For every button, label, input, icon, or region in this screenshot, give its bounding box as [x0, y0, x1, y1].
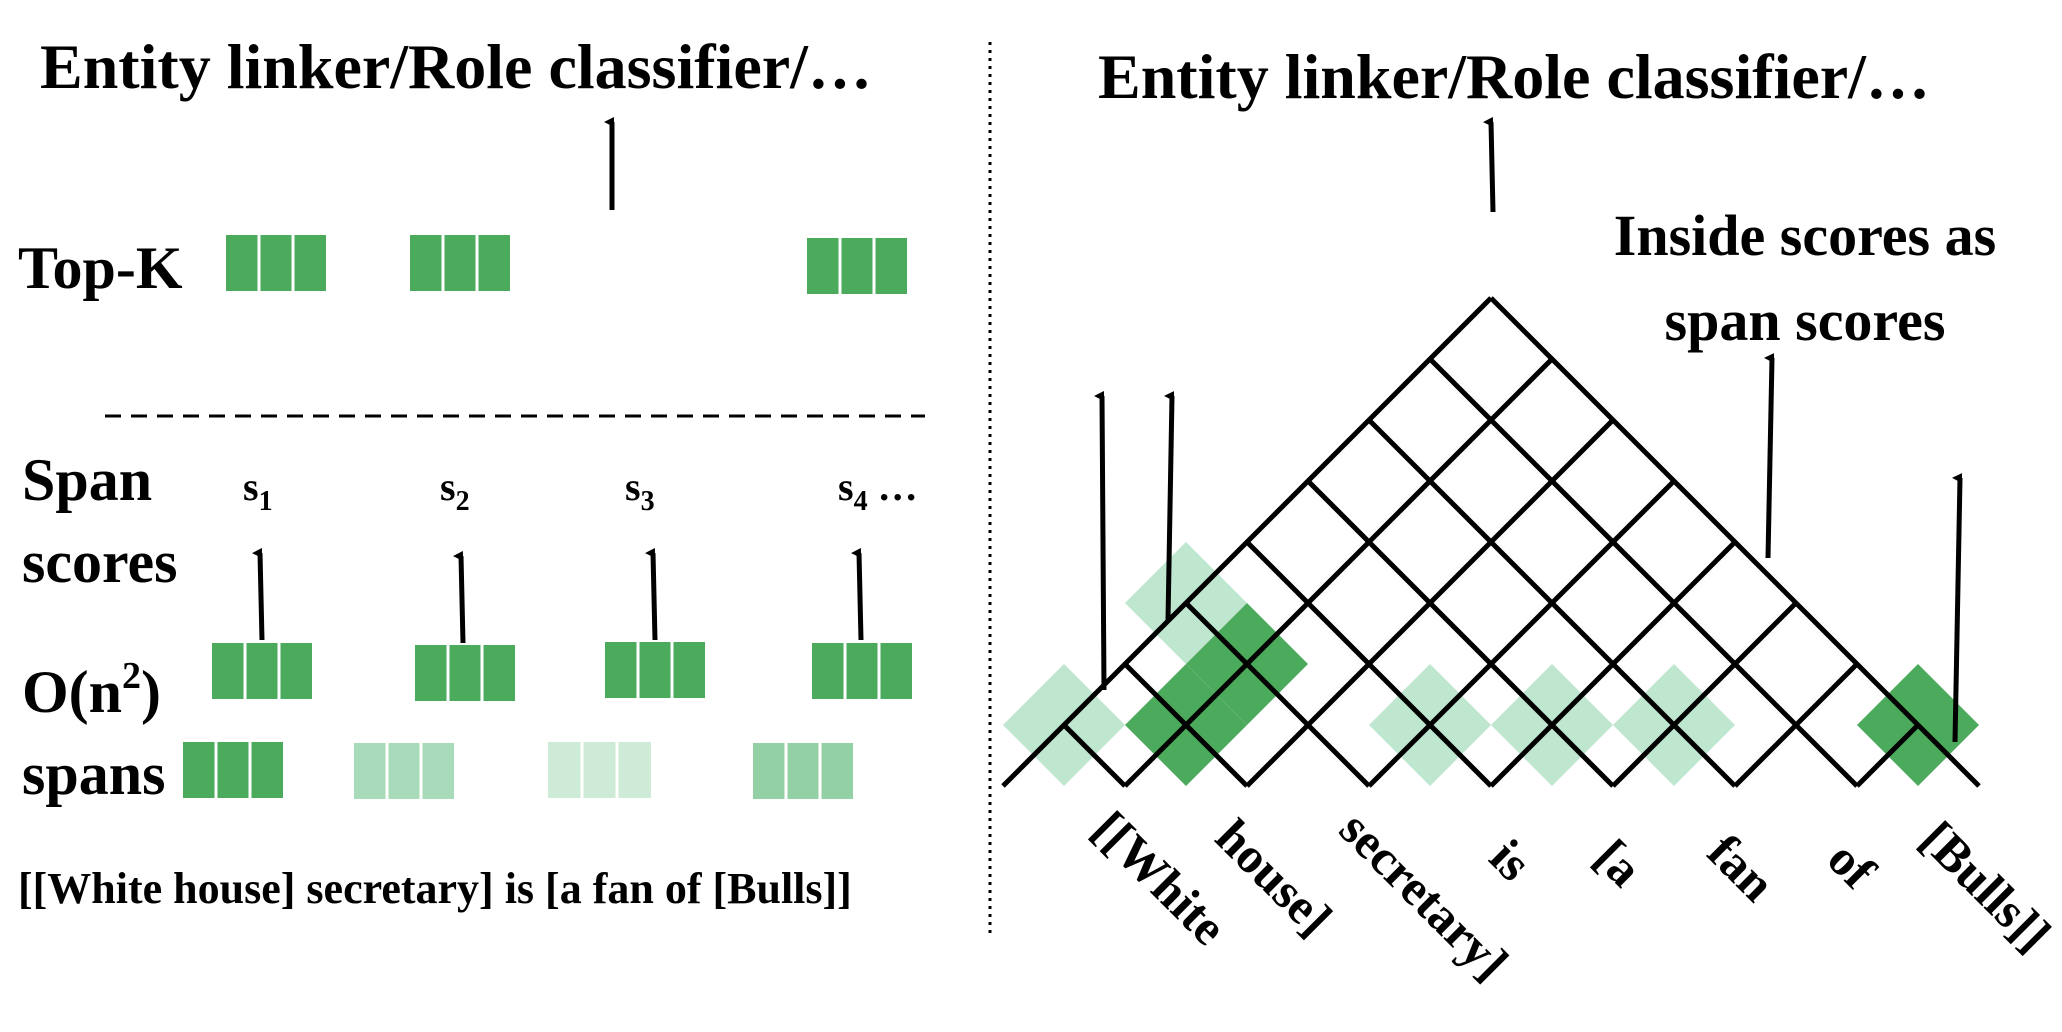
left-panel: Entity linker/Role classifier/… Top-K Sp…	[18, 31, 925, 913]
score-arrow	[645, 547, 658, 641]
score-s1: s1	[243, 464, 273, 517]
score-arrow	[252, 547, 265, 641]
chart-arrow	[1952, 473, 1963, 743]
chart-grid-line	[1611, 601, 1798, 788]
topk-vectors	[226, 235, 907, 294]
sentence: [[White house] secretary] is [a fan of […	[18, 864, 852, 913]
scored-span-vectors	[212, 642, 912, 701]
right-panel: Entity linker/Role classifier/… Inside s…	[1001, 41, 2062, 990]
score-arrow	[851, 547, 864, 641]
score-s2: s2	[440, 464, 470, 517]
chart-grid-line	[1184, 601, 1371, 788]
topk-vector	[410, 235, 510, 291]
word-label: secretary]	[1329, 800, 1519, 990]
inside-scores-label-line2: span scores	[1665, 288, 1946, 353]
span-vector	[753, 743, 853, 799]
topk-vector	[807, 238, 907, 294]
chart-arrow	[1764, 353, 1775, 559]
span-vector	[183, 742, 283, 798]
right-output-arrow	[1483, 116, 1496, 213]
cky-chart-grid	[1001, 296, 1981, 788]
topk-label: Top-K	[18, 235, 183, 301]
chart-grid-line	[1123, 357, 1554, 788]
word-label: [a	[1584, 828, 1653, 897]
topk-vector	[226, 235, 326, 291]
chart-grid-line	[1306, 479, 1615, 788]
word-label: of	[1817, 830, 1887, 900]
spans-label-line1: O(n2)	[22, 655, 161, 725]
chart-arrow	[1094, 390, 1107, 691]
score-arrow	[453, 550, 466, 644]
chart-grid-line	[1428, 357, 1859, 788]
word-label: fan	[1697, 823, 1786, 912]
span-vector	[548, 742, 651, 798]
chart-grid-line	[1062, 723, 1127, 788]
word-label: is	[1479, 828, 1542, 891]
chart-grid-line	[1855, 723, 1920, 788]
score-s4: s4 …	[838, 464, 918, 517]
right-title: Entity linker/Role classifier/…	[1098, 41, 1930, 112]
span-vector	[212, 643, 312, 699]
word-label: [[White	[1082, 800, 1237, 955]
chart-grid-line	[1123, 662, 1249, 788]
spans-label-line2: spans	[22, 741, 165, 807]
span-vector	[354, 743, 454, 799]
span-vector	[415, 645, 515, 701]
chart-grid-line	[1245, 540, 1493, 788]
chart-grid-line	[1367, 418, 1737, 788]
left-title: Entity linker/Role classifier/…	[40, 31, 872, 102]
inside-scores-label-line1: Inside scores as	[1614, 203, 1996, 268]
all-span-vectors	[183, 742, 853, 799]
word-labels: [[White house] secretary] is [a fan of […	[1082, 800, 2062, 990]
span-vector	[812, 643, 912, 699]
chart-arrow	[1164, 391, 1175, 621]
span-scores-label-line1: Span	[22, 447, 152, 513]
score-s3: s3	[625, 464, 655, 517]
chart-grid-line	[1489, 296, 1981, 788]
span-vector	[605, 642, 705, 698]
chart-grid-line	[1367, 479, 1676, 788]
span-scores-label-line2: scores	[22, 529, 178, 595]
word-label: [Bulls]]	[1910, 810, 2062, 962]
